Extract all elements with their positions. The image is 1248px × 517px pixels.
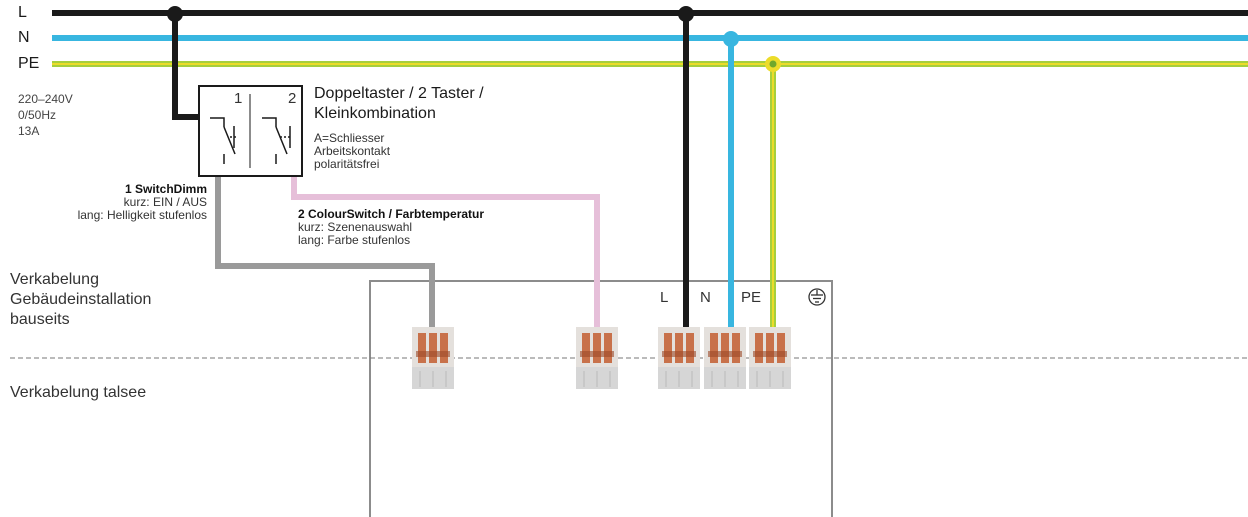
supply-current: 13A xyxy=(18,124,40,138)
switch-contact-2-icon xyxy=(262,117,291,164)
switch-title-line-2: Kleinkombination xyxy=(314,105,436,122)
colourswitch-short: kurz: Szenenauswahl xyxy=(298,220,413,234)
bus-l-label: L xyxy=(18,4,27,21)
switch-number-2: 2 xyxy=(288,90,297,107)
colourswitch-long: lang: Farbe stufenlos xyxy=(298,233,411,247)
switch-desc-line-2: Arbeitskontakt xyxy=(314,144,391,158)
section-building-line-3: bauseits xyxy=(10,311,70,328)
switchdimm-short: kurz: EIN / AUS xyxy=(123,195,207,209)
section-building-line-1: Verkabelung xyxy=(10,271,99,288)
supply-frequency: 0/50Hz xyxy=(18,108,57,122)
supply-specs: 220–240V 0/50Hz 13A xyxy=(18,91,73,139)
earth-ground-icon xyxy=(808,288,826,306)
connector-n xyxy=(703,326,747,390)
junction-dot-n xyxy=(723,31,739,47)
junction-dot-pe-center xyxy=(769,60,777,68)
junction-dot-switch xyxy=(167,6,183,22)
switch-contact-1-icon xyxy=(210,117,236,164)
section-building-installation: Verkabelung Gebäudeinstallation bauseits xyxy=(10,270,151,330)
switchdimm-long: lang: Helligkeit stufenlos xyxy=(77,208,207,222)
colourswitch-description: 2 ColourSwitch / Farbtemperatur kurz: Sz… xyxy=(298,208,484,247)
section-building-line-2: Gebäudeinstallation xyxy=(10,291,152,308)
terminal-pe-label: PE xyxy=(741,289,762,306)
switch-title: Doppeltaster / 2 Taster / Kleinkombinati… xyxy=(314,84,484,124)
bus-n-label: N xyxy=(18,29,30,46)
colourswitch-wire xyxy=(291,175,600,330)
switch-description: A=Schliesser Arbeitskontakt polaritätsfr… xyxy=(314,132,390,171)
connector-pe xyxy=(748,326,792,390)
talsee-housing xyxy=(369,280,833,517)
supply-voltage: 220–240V xyxy=(18,92,73,106)
switchdimm-wire xyxy=(215,175,435,330)
bus-pe-label: PE xyxy=(18,55,40,72)
terminal-l-label: L xyxy=(660,289,669,306)
junction-dot-l xyxy=(678,6,694,22)
section-talsee: Verkabelung talsee xyxy=(10,384,147,401)
connector-colourswitch xyxy=(575,326,619,390)
colourswitch-title: 2 ColourSwitch / Farbtemperatur xyxy=(298,207,485,221)
terminal-n-label: N xyxy=(700,289,711,306)
switch-feed-wire xyxy=(172,13,200,120)
switch-number-1: 1 xyxy=(234,90,243,107)
switchdimm-title: 1 SwitchDimm xyxy=(124,182,207,196)
connector-l xyxy=(657,326,701,390)
switch-title-line-1: Doppeltaster / 2 Taster / xyxy=(314,85,484,102)
switchdimm-description: 1 SwitchDimm kurz: EIN / AUS lang: Helli… xyxy=(78,183,207,222)
switch-desc-line-3: polaritätsfrei xyxy=(314,157,380,171)
connector-switchdimm xyxy=(411,326,455,390)
switch-desc-line-1: A=Schliesser xyxy=(314,131,385,145)
